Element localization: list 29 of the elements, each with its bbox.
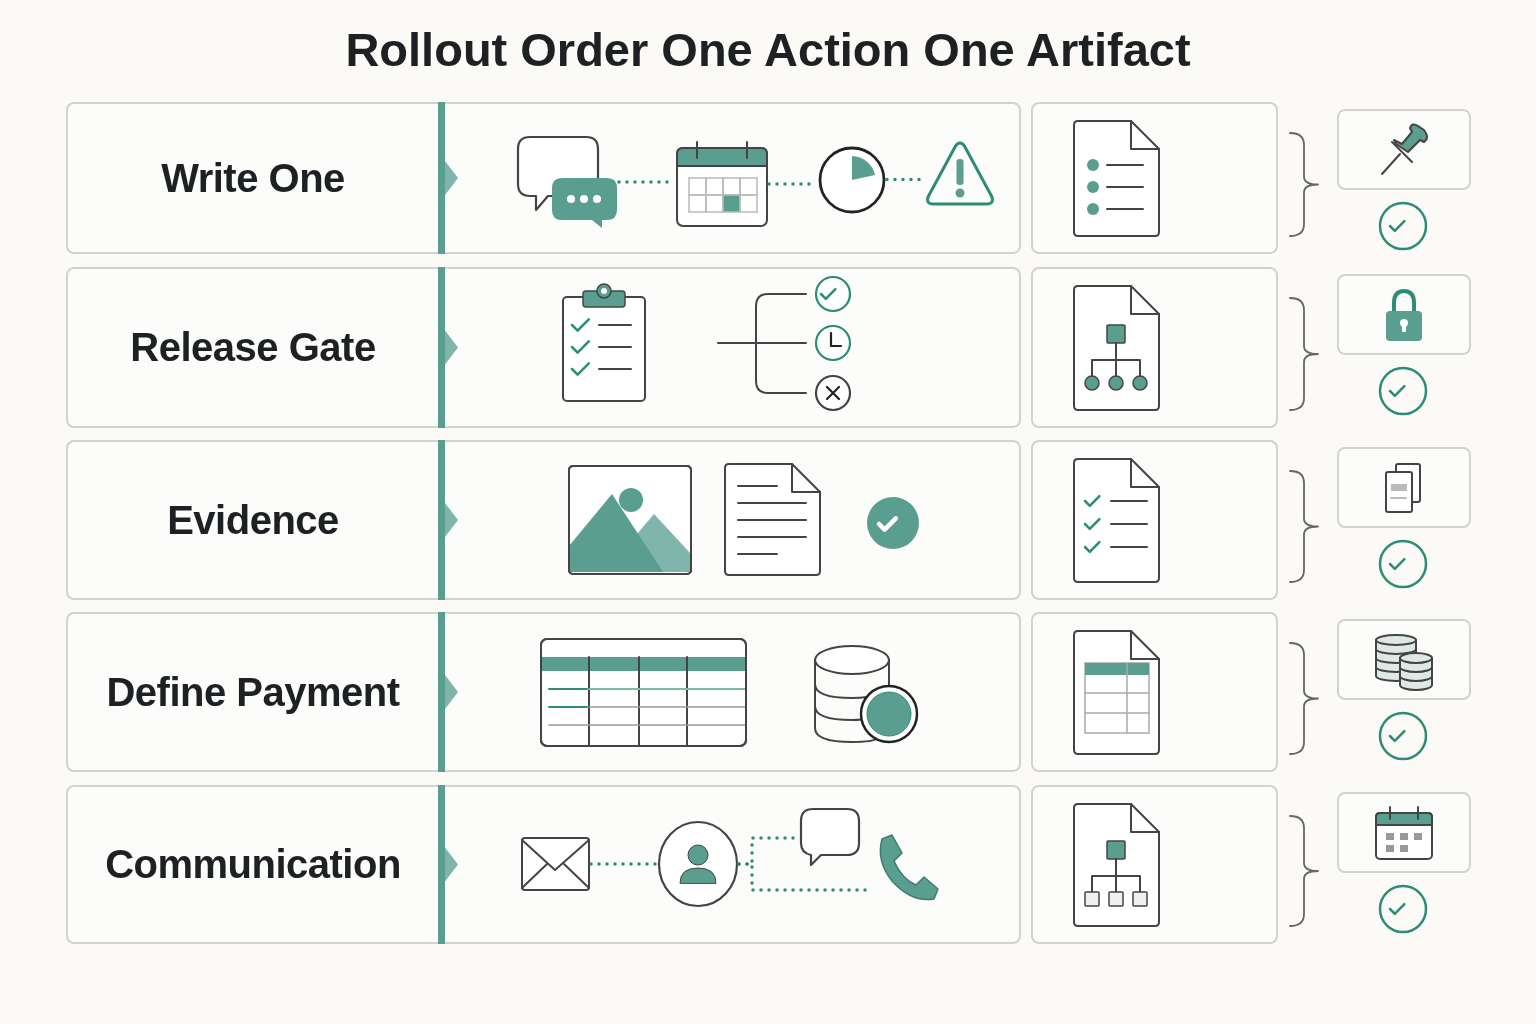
calendar-icon — [675, 140, 769, 228]
diagram-title: Rollout Order One Action One Artifact — [344, 22, 1192, 77]
row-title: Define Payment — [105, 668, 401, 716]
row-card — [66, 785, 1021, 944]
dotted-connector — [589, 862, 659, 866]
chat-bubbles-icon — [516, 134, 619, 230]
speech-bubble-icon — [799, 807, 861, 867]
row-card — [66, 440, 1021, 600]
tool-card — [1337, 109, 1471, 190]
artifact-card — [1031, 612, 1278, 772]
envelope-icon — [520, 836, 591, 892]
row-title: Release Gate — [129, 324, 377, 371]
row-card — [66, 267, 1021, 428]
clock-icon — [817, 144, 887, 215]
tool-card — [1337, 447, 1471, 528]
tool-card — [1337, 274, 1471, 355]
tool-card — [1337, 792, 1471, 873]
artifact-card — [1031, 102, 1278, 254]
artifact-card — [1031, 785, 1278, 944]
tool-card — [1337, 619, 1471, 700]
person-circle-icon — [657, 820, 739, 908]
artifact-card — [1031, 267, 1278, 428]
row-title: Write One — [160, 154, 346, 202]
artifact-card — [1031, 440, 1278, 600]
row-title: Communication — [104, 841, 402, 888]
row-card — [66, 612, 1021, 772]
row-title: Evidence — [166, 496, 340, 544]
row-card — [66, 102, 1021, 254]
warning-icon — [924, 139, 996, 208]
